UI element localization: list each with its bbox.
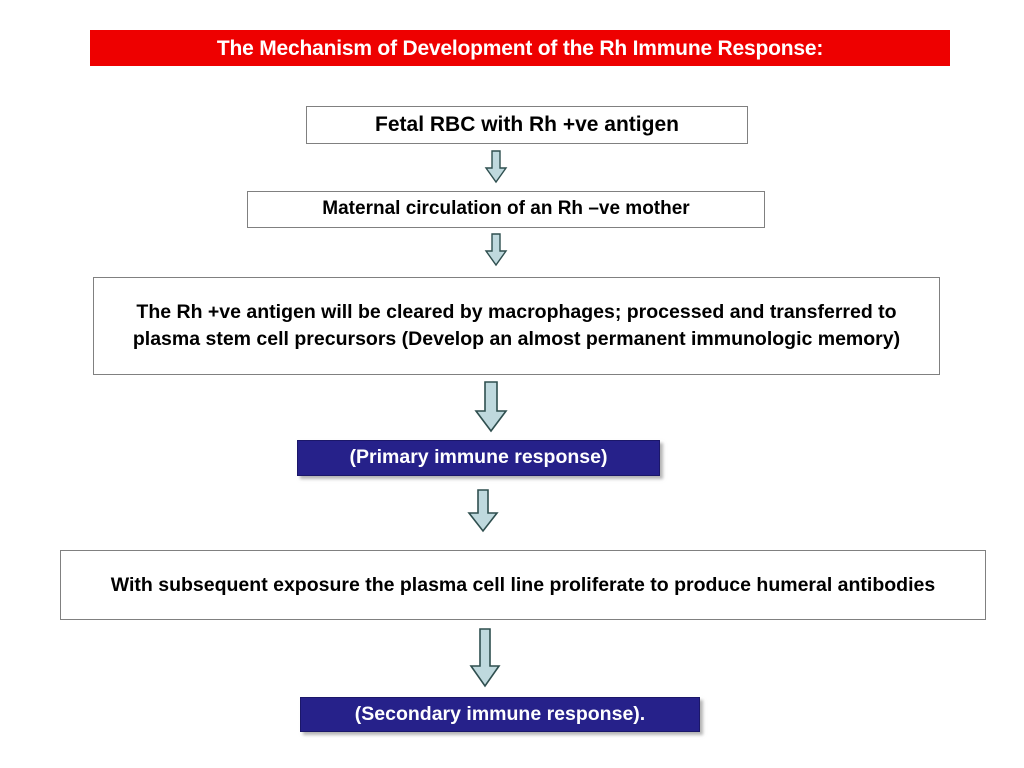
flow-node-fetal-rbc: Fetal RBC with Rh +ve antigen (306, 106, 748, 144)
flow-node-maternal-circulation: Maternal circulation of an Rh –ve mother (247, 191, 765, 228)
flow-node-label: (Secondary immune response). (354, 702, 646, 725)
flow-node-primary-response: (Primary immune response) (297, 440, 660, 476)
flow-node-label: Maternal circulation of an Rh –ve mother (322, 198, 690, 220)
arrow-down-icon (474, 381, 508, 433)
flow-node-label: With subsequent exposure the plasma cell… (110, 573, 936, 596)
flow-node-subsequent-exposure: With subsequent exposure the plasma cell… (60, 550, 986, 620)
flow-node-label: The Rh +ve antigen will be cleared by ma… (132, 301, 901, 350)
page-title: The Mechanism of Development of the Rh I… (216, 36, 824, 60)
flow-node-label: Fetal RBC with Rh +ve antigen (375, 112, 679, 136)
arrow-down-icon (484, 150, 508, 184)
flow-node-label: (Primary immune response) (349, 446, 608, 469)
flow-node-secondary-response: (Secondary immune response). (300, 697, 700, 732)
arrow-down-icon (484, 233, 508, 267)
page-title-banner: The Mechanism of Development of the Rh I… (90, 30, 950, 66)
flow-node-antigen-cleared: The Rh +ve antigen will be cleared by ma… (93, 277, 940, 375)
arrow-down-icon (468, 628, 502, 688)
arrow-down-icon (466, 489, 500, 533)
